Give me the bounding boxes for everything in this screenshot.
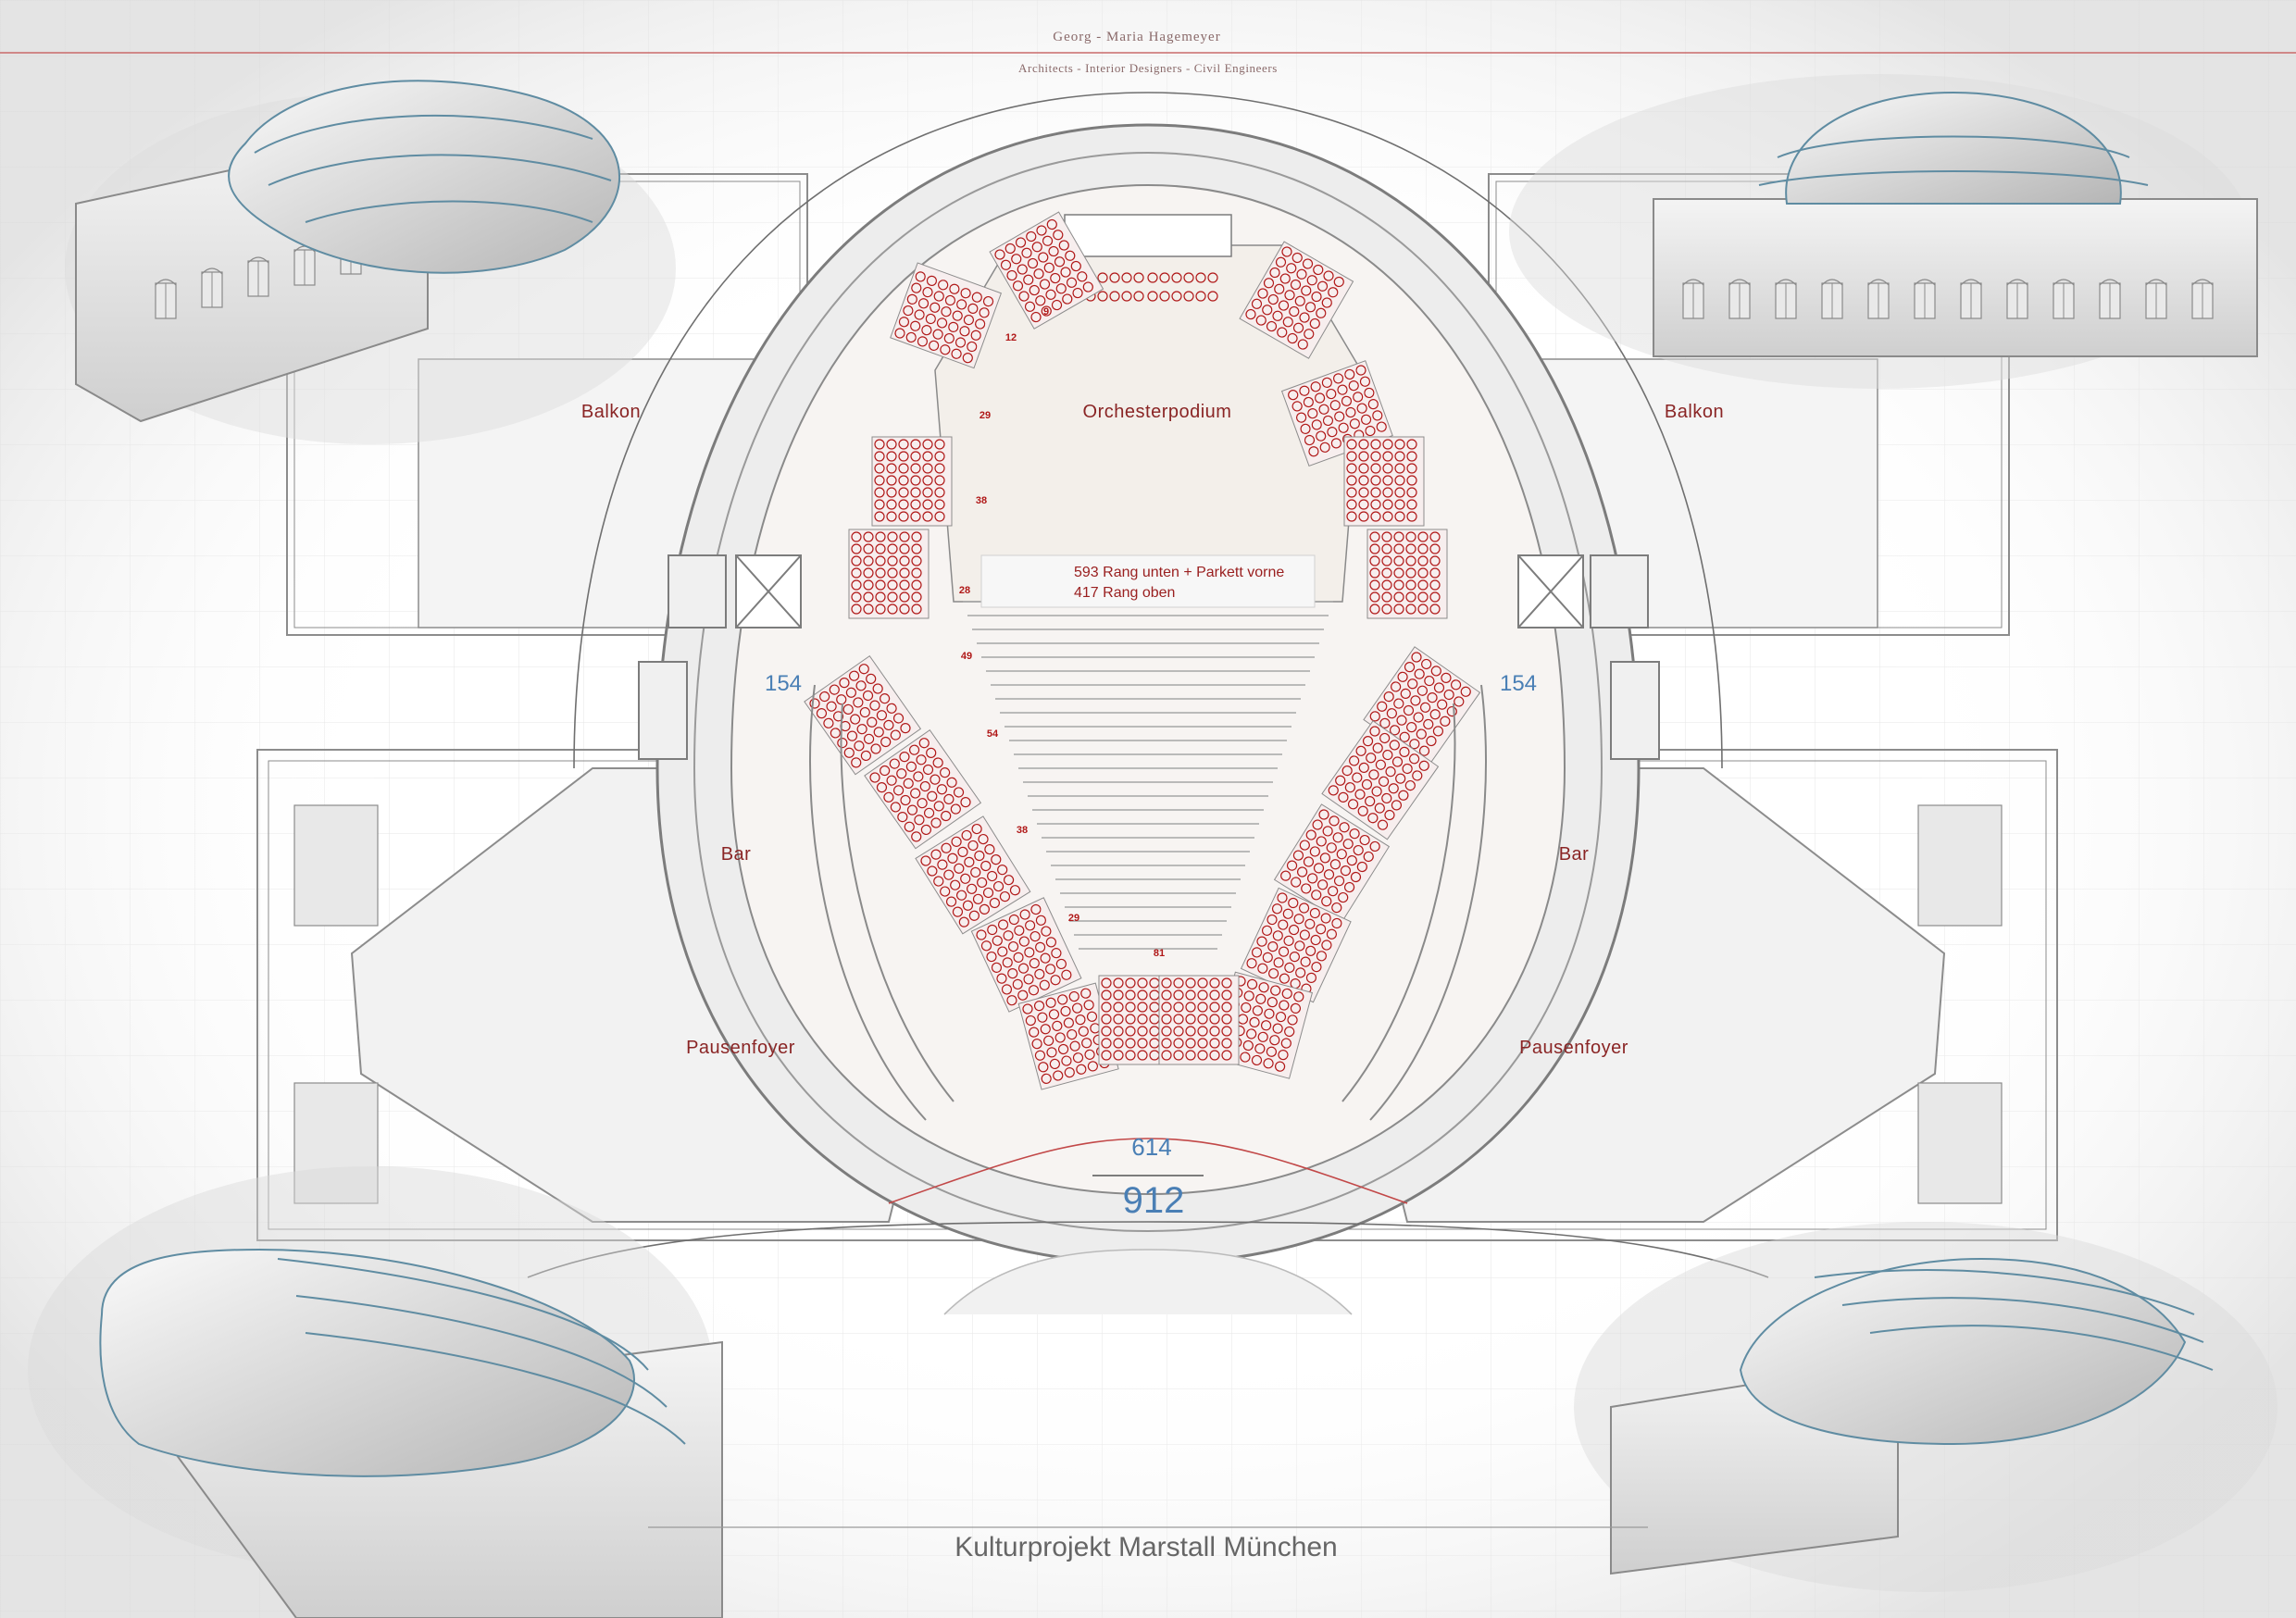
organ-console [1064,214,1232,257]
seat-count-total: 912 [1123,1180,1185,1221]
stair-towers [638,554,1660,760]
rendering-bottom-right [1574,1222,2277,1592]
firm-name: Georg - Maria Hagemeyer [1053,30,1220,44]
seat-counts: 154 154 614 912 [765,671,1537,1221]
seat-count-parkett: 614 [1131,1133,1171,1161]
foyer-left-label: Pausenfoyer [686,1038,795,1058]
balcony-right-label: Balkon [1665,402,1724,422]
row-numbers: 9 12 29 38 28 49 54 38 29 81 [959,306,1165,959]
row-number: 9 [1043,306,1049,317]
row-number: 29 [980,410,991,421]
title-block: Kulturprojekt Marstall München [648,1526,1648,1562]
stair-right-1 [1917,804,2003,927]
capacity-line-1: 593 Rang unten + Parkett vorne [1074,565,1284,580]
rendering-top-right [1509,74,2258,389]
bar-left-label: Bar [721,844,752,865]
project-title: Kulturprojekt Marstall München [955,1532,1338,1562]
orchestra-podium-label: Orchesterpodium [1083,402,1232,422]
row-number: 54 [987,728,999,740]
rendering-top-left [65,80,676,444]
rendering-bottom-left [28,1166,723,1618]
capacity-line-2: 417 Rang oben [1074,585,1175,601]
row-number: 12 [1005,332,1017,343]
bar-right-label: Bar [1559,844,1590,865]
hall-middle-shell [693,151,1603,1233]
stair-right-2 [1917,1082,2003,1204]
row-number: 81 [1154,948,1165,959]
row-number: 29 [1068,913,1079,924]
row-number: 38 [1017,825,1028,836]
row-number: 49 [961,651,972,662]
stair-left-1 [293,804,379,927]
row-number: 28 [959,585,970,596]
header: Georg - Maria Hagemeyer Architects - Int… [0,30,2296,75]
room-labels: Balkon Balkon Orchesterpodium Bar Bar Pa… [581,402,1724,1058]
roof-arcs [527,92,1769,1315]
stair-left-2 [293,1082,379,1204]
walkways [809,684,1487,1204]
parkett [963,601,1333,950]
balcony-left-label: Balkon [581,402,641,422]
seat-count-left-box: 154 [765,671,802,696]
seat-count-right-box: 154 [1500,671,1537,696]
foyer-right-label: Pausenfoyer [1519,1038,1628,1058]
concert-hall [527,92,1769,1315]
row-number: 38 [976,495,987,506]
firm-disciplines: Architects - Interior Designers - Civil … [1018,61,1278,75]
capacity-note: 593 Rang unten + Parkett vorne 417 Rang … [980,554,1316,608]
